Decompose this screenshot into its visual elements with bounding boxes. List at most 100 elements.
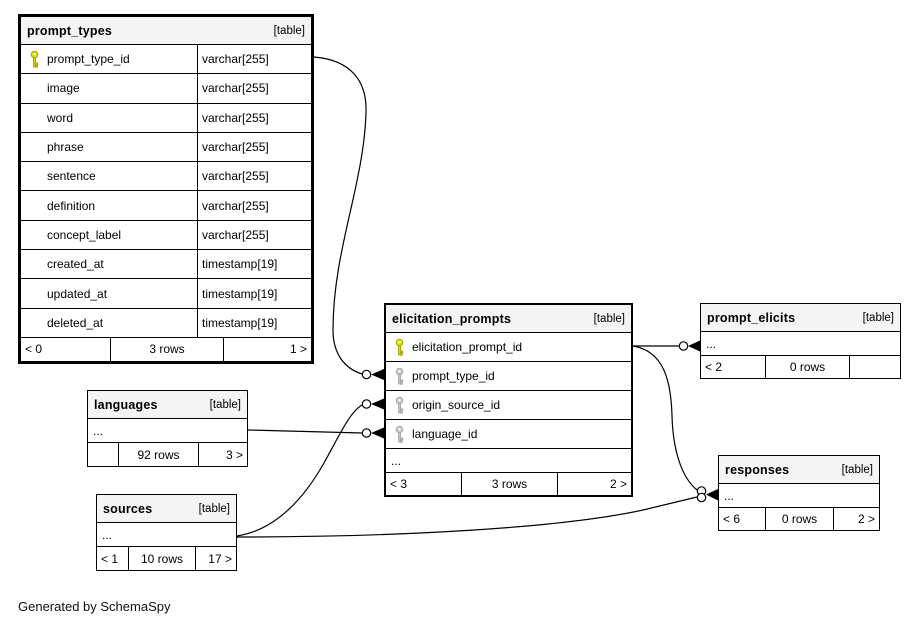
footer-parents-count: < 3 [390, 477, 408, 491]
more-columns-ellipsis[interactable]: ... [701, 332, 900, 356]
more-columns-ellipsis[interactable]: ... [386, 449, 631, 473]
table-type-tag: [table] [593, 312, 625, 325]
column-name: prompt_type_id [412, 369, 495, 383]
crowfoot-marker-elicitation-origin-source-id [361, 398, 384, 410]
key-icon-spacer [21, 221, 47, 249]
column-row-language_id[interactable]: language_id [386, 420, 631, 449]
table-elicitation-prompts[interactable]: elicitation_prompts [table] elicitation_… [384, 303, 633, 497]
table-header-prompt-elicits[interactable]: prompt_elicits [table] [701, 304, 900, 332]
column-row-created_at[interactable]: created_at timestamp[19] [21, 250, 311, 280]
table-footer: < 2 0 rows [701, 356, 900, 378]
foreign-key-icon [386, 420, 412, 448]
footer-children-count: 1 > [223, 337, 311, 361]
footer-row-count: 3 rows [461, 473, 557, 495]
table-header-responses[interactable]: responses [table] [719, 456, 879, 484]
footer-row-count: 0 rows [765, 356, 849, 378]
column-type: varchar[255] [197, 103, 311, 132]
footer-children-count: 3 > [198, 443, 247, 466]
table-name: languages [94, 397, 158, 412]
footer-children-count: 2 > [833, 508, 879, 530]
table-footer: < 6 0 rows 2 > [719, 508, 879, 530]
table-type-tag: [table] [209, 398, 241, 411]
column-row-prompt_type_id[interactable]: prompt_type_id [386, 362, 631, 391]
table-prompt-elicits[interactable]: prompt_elicits [table] ... < 2 0 rows [700, 303, 901, 379]
table-languages[interactable]: languages [table] ... 92 rows 3 > [87, 390, 248, 467]
table-footer: < 1 10 rows 17 > [97, 547, 236, 570]
table-name: responses [725, 462, 790, 477]
primary-key-icon [21, 45, 47, 73]
more-columns-ellipsis[interactable]: ... [88, 419, 247, 443]
crowfoot-marker-prompt-elicits [678, 340, 700, 352]
crowfoot-marker-elicitation-prompt-type-id [361, 369, 384, 380]
primary-key-icon [386, 333, 412, 361]
column-type: timestamp[19] [197, 250, 311, 279]
column-row-prompt_type_id[interactable]: prompt_type_id varchar[255] [21, 45, 311, 75]
generated-by-note: Generated by SchemaSpy [18, 599, 171, 614]
table-name: sources [103, 501, 153, 516]
column-type: varchar[255] [197, 132, 311, 162]
column-row-updated_at[interactable]: updated_at timestamp[19] [21, 279, 311, 309]
column-row-image[interactable]: image varchar[255] [21, 74, 311, 104]
table-footer: < 0 3 rows 1 > [21, 337, 311, 361]
footer-parents-count: < 6 [723, 512, 741, 526]
crowfoot-marker-elicitation-language-id [361, 427, 384, 439]
column-name: concept_label [47, 227, 122, 242]
table-type-tag: [table] [273, 24, 305, 37]
footer-children-count: 17 > [195, 547, 236, 570]
foreign-key-icon [386, 391, 412, 419]
table-name: prompt_elicits [707, 310, 796, 325]
column-type: varchar[255] [197, 74, 311, 103]
column-name: updated_at [47, 286, 108, 301]
table-type-tag: [table] [198, 502, 230, 515]
table-header-sources[interactable]: sources [table] [97, 495, 236, 523]
footer-parents-count: < 2 [705, 360, 723, 374]
footer-children-count: 2 > [557, 473, 631, 495]
relationship-line-prompt-types-elicitation [313, 56, 367, 375]
column-type: timestamp[19] [197, 308, 311, 337]
table-name: prompt_types [27, 23, 113, 38]
column-name: origin_source_id [412, 398, 501, 412]
column-name: image [47, 81, 80, 96]
column-type: timestamp[19] [197, 279, 311, 308]
key-icon-spacer [21, 162, 47, 190]
column-name: created_at [47, 257, 104, 272]
relationship-line-sources-responses [236, 496, 698, 538]
footer-children-count [849, 356, 900, 378]
key-icon-spacer [21, 191, 47, 219]
column-name: elicitation_prompt_id [412, 340, 523, 354]
key-icon-spacer [21, 250, 47, 278]
table-responses[interactable]: responses [table] ... < 6 0 rows 2 > [718, 455, 880, 531]
footer-parents-count [88, 443, 118, 466]
more-columns-ellipsis[interactable]: ... [97, 523, 236, 547]
column-name: definition [47, 198, 96, 213]
table-header-languages[interactable]: languages [table] [88, 391, 247, 419]
footer-row-count: 3 rows [110, 337, 223, 361]
relationship-line-sources-elicitation [236, 404, 363, 537]
column-row-elicitation_prompt_id[interactable]: elicitation_prompt_id [386, 333, 631, 362]
column-row-origin_source_id[interactable]: origin_source_id [386, 391, 631, 420]
table-sources[interactable]: sources [table] ... < 1 10 rows 17 > [96, 494, 237, 571]
footer-row-count: 0 rows [765, 508, 833, 530]
column-name: sentence [47, 169, 96, 184]
table-header-prompt-types[interactable]: prompt_types [table] [21, 17, 311, 45]
column-name: language_id [412, 427, 478, 441]
footer-parents-count: < 0 [25, 342, 43, 357]
more-columns-ellipsis[interactable]: ... [719, 484, 879, 508]
table-header-elicitation-prompts[interactable]: elicitation_prompts [table] [386, 305, 631, 333]
relationship-line-elicitation-responses [632, 345, 698, 491]
key-icon-spacer [21, 104, 47, 132]
column-type: varchar[255] [197, 45, 311, 74]
column-name: prompt_type_id [47, 52, 130, 67]
table-name: elicitation_prompts [392, 311, 512, 326]
column-type: varchar[255] [197, 220, 311, 250]
column-row-concept_label[interactable]: concept_label varchar[255] [21, 220, 311, 251]
